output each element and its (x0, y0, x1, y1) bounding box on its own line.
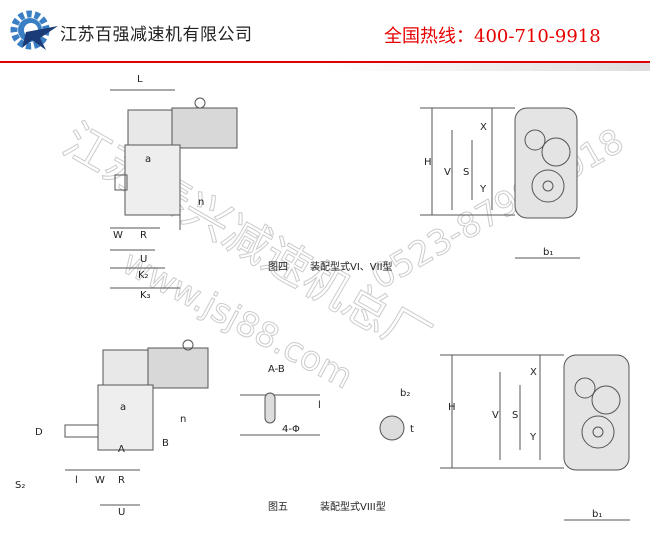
dim-K2: K₂ (138, 270, 149, 281)
dim-A-B: A-B (268, 364, 285, 375)
dim-n: n (198, 197, 204, 208)
dim-H: H (424, 157, 432, 168)
dim-L: L (137, 74, 143, 85)
company-name: 江苏百强减速机有限公司 (60, 25, 253, 45)
svg-text:0523-8799-9918: 0523-8799-9918 (365, 121, 631, 298)
dim-b1: b₁ (543, 247, 553, 258)
company-logo (10, 10, 58, 50)
dim-D: D (35, 427, 43, 438)
divider (0, 61, 650, 63)
dim-n: n (180, 414, 186, 425)
figure5-caption-number: 图五 (268, 501, 288, 513)
dim-R: R (140, 230, 147, 241)
figure5-caption: 装配型式VIII型 (320, 500, 386, 513)
figure5-front-view (440, 354, 630, 521)
dim-V: V (492, 410, 499, 421)
dim-a: a (145, 154, 151, 165)
technical-drawing: 江苏泰兴减速机总厂 www.jsj88.com 0523-8799-9918 L… (15, 74, 631, 521)
dim-S2: S₂ (15, 480, 25, 491)
dim-Y: Y (479, 184, 487, 195)
header: 江苏百强减速机有限公司 全国热线：400-710-9918 (0, 0, 650, 62)
dim-V: V (444, 167, 451, 178)
dim-b2: b₂ (400, 388, 410, 399)
figure4-caption: 装配型式VI、VII型 (310, 260, 393, 273)
dim-W: W (113, 230, 123, 241)
dim-l-key: l (318, 400, 321, 411)
figure4-side-view (110, 89, 238, 289)
dim-l: l (75, 475, 78, 486)
dim-X: X (480, 122, 487, 133)
dim-A: A (118, 444, 125, 455)
figure4-caption-number: 图四 (268, 261, 288, 273)
dim-a: a (120, 402, 126, 413)
dim-b1: b₁ (592, 509, 602, 520)
figure5-side-view (64, 339, 209, 506)
figure5-key-detail (240, 392, 405, 441)
dim-U: U (118, 507, 125, 518)
dim-S: S (512, 410, 518, 421)
hotline: 全国热线：400-710-9918 (384, 26, 601, 47)
dim-R: R (118, 475, 125, 486)
dim-X: X (530, 367, 537, 378)
dim-t: t (410, 424, 414, 435)
header-shadow (0, 63, 650, 71)
dim-4-phi: 4-Φ (282, 424, 300, 435)
dim-S: S (463, 167, 469, 178)
figure4-front-view (420, 107, 580, 259)
dim-K3: K₃ (140, 290, 151, 301)
dim-B: B (162, 438, 169, 449)
dim-U: U (140, 254, 147, 265)
dim-H: H (448, 402, 456, 413)
dim-W: W (95, 475, 105, 486)
dim-Y: Y (529, 432, 537, 443)
